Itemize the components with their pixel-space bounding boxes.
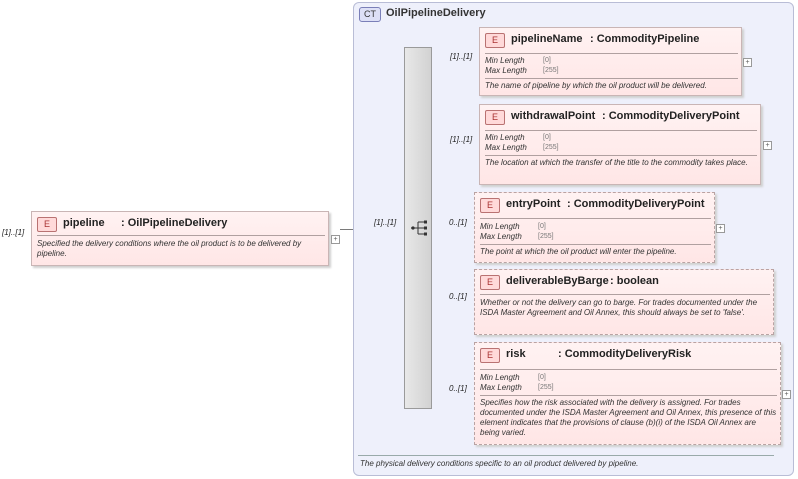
facet-value: [255]: [538, 384, 554, 391]
facet-value: [0]: [543, 134, 551, 141]
separator: [485, 155, 757, 156]
facet-label: Max Length: [480, 383, 522, 392]
element-box-pipelinename[interactable]: E pipelineName : CommodityPipeline Min L…: [479, 27, 742, 96]
sequence-icon: [411, 220, 427, 236]
element-box-withdrawalpoint[interactable]: E withdrawalPoint : CommodityDeliveryPoi…: [479, 104, 761, 185]
element-type: : boolean: [610, 275, 659, 287]
element-tag: E: [485, 110, 505, 125]
root-element-doc: Specified the delivery conditions where …: [37, 239, 302, 258]
facet-label: Max Length: [480, 232, 522, 241]
separator: [485, 130, 757, 131]
element-doc: The location at which the transfer of th…: [485, 158, 748, 167]
facet-value: [0]: [538, 374, 546, 381]
element-tag: E: [480, 275, 500, 290]
element-name: risk: [506, 348, 526, 360]
element-name: deliverableByBarge: [506, 275, 609, 287]
element-name: entryPoint: [506, 198, 561, 210]
separator: [37, 235, 325, 236]
element-doc: Whether or not the delivery can go to ba…: [480, 298, 758, 317]
facet-label: Max Length: [485, 66, 527, 75]
element-doc: Specifies how the risk associated with t…: [480, 398, 777, 437]
element-tag: E: [480, 348, 500, 363]
separator: [480, 244, 711, 245]
separator: [480, 294, 770, 295]
sequence-cardinality: [1]..[1]: [374, 218, 397, 227]
facet-label: Min Length: [480, 373, 520, 382]
element-cardinality: 0..[1]: [449, 292, 467, 301]
element-tag: E: [480, 198, 500, 213]
facet-value: [255]: [543, 67, 559, 74]
facet-label: Min Length: [485, 133, 525, 142]
complex-type-tag: CT: [359, 7, 381, 22]
root-element-type: : OilPipelineDelivery: [121, 217, 228, 229]
root-element-name: pipeline: [63, 217, 105, 229]
element-cardinality: [1]..[1]: [450, 135, 473, 144]
separator: [485, 78, 738, 79]
element-tag: E: [37, 217, 57, 232]
element-type: : CommodityDeliveryPoint: [567, 198, 705, 210]
facet-value: [0]: [543, 57, 551, 64]
root-cardinality: [1]..[1]: [2, 228, 25, 237]
element-type: : CommodityPipeline: [590, 33, 700, 45]
element-name: pipelineName: [511, 33, 583, 45]
root-element-box[interactable]: E pipeline : OilPipelineDelivery Specifi…: [31, 211, 329, 266]
element-box-deliverablebybarge[interactable]: E deliverableByBarge : boolean Whether o…: [474, 269, 774, 335]
expand-icon[interactable]: +: [763, 141, 772, 150]
separator: [485, 53, 738, 54]
complex-type-doc: The physical delivery conditions specifi…: [360, 459, 639, 468]
element-type: : CommodityDeliveryPoint: [602, 110, 740, 122]
facet-label: Min Length: [485, 56, 525, 65]
element-type: : CommodityDeliveryRisk: [558, 348, 692, 360]
separator: [480, 395, 777, 396]
element-doc: The name of pipeline by which the oil pr…: [485, 81, 707, 90]
element-doc: The point at which the oil product will …: [480, 247, 677, 256]
element-cardinality: [1]..[1]: [450, 52, 473, 61]
expand-icon[interactable]: +: [743, 58, 752, 67]
facet-label: Min Length: [480, 222, 520, 231]
expand-icon[interactable]: +: [782, 390, 791, 399]
root-expand-icon[interactable]: +: [331, 235, 340, 244]
element-cardinality: 0..[1]: [449, 218, 467, 227]
element-box-entrypoint[interactable]: E entryPoint : CommodityDeliveryPoint Mi…: [474, 192, 715, 263]
expand-icon[interactable]: +: [716, 224, 725, 233]
facet-value: [255]: [543, 144, 559, 151]
element-box-risk[interactable]: E risk : CommodityDeliveryRisk Min Lengt…: [474, 342, 781, 445]
element-name: withdrawalPoint: [511, 110, 596, 122]
facet-value: [255]: [538, 233, 554, 240]
complex-type-name: OilPipelineDelivery: [386, 7, 486, 19]
facet-value: [0]: [538, 223, 546, 230]
separator: [480, 369, 777, 370]
separator: [358, 455, 774, 456]
element-cardinality: 0..[1]: [449, 384, 467, 393]
separator: [480, 218, 711, 219]
element-tag: E: [485, 33, 505, 48]
facet-label: Max Length: [485, 143, 527, 152]
